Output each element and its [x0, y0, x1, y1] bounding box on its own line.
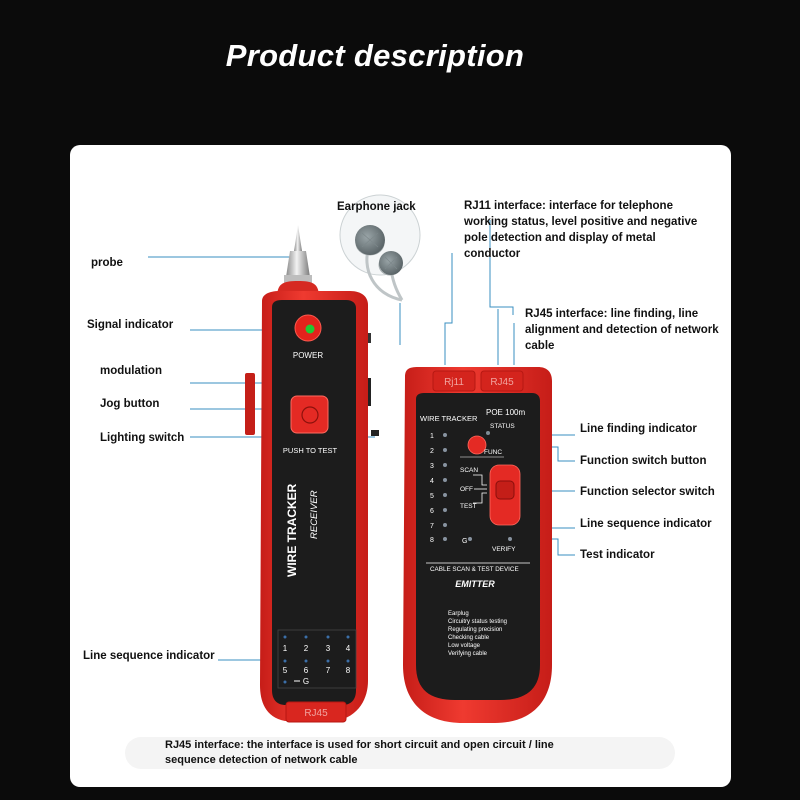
svg-text:7: 7 — [430, 523, 434, 530]
page-title: Product description — [225, 38, 525, 73]
emitter-poe-label: POE 100m — [486, 408, 525, 417]
rj11-interface-label: RJ11 interface: interface for telephone … — [464, 200, 698, 260]
emitter-func-label: FUNC — [484, 449, 502, 456]
modulation-label: modulation — [100, 365, 162, 377]
receiver-power-label: POWER — [293, 351, 323, 360]
svg-text:Regulating precision: Regulating precision — [448, 627, 502, 633]
receiver-led-1: 1 — [283, 644, 288, 653]
svg-text:Verifying cable: Verifying cable — [448, 651, 488, 657]
receiver-device — [245, 225, 379, 723]
receiver-led-8: 8 — [346, 666, 351, 675]
svg-text:Low voltage: Low voltage — [448, 643, 481, 649]
emitter-verify-label: VERIFY — [492, 546, 516, 553]
function-selector-switch-label: Function selector switch — [580, 486, 715, 498]
product-illustration: POWER PUSH TO TEST WIRE TRACKER RECEIVER… — [125, 194, 675, 769]
emitter-test-label: TEST — [460, 503, 477, 510]
emitter-cable-scan-label: CABLE SCAN & TEST DEVICE — [430, 566, 519, 573]
emitter-feature-list: Earplug Circuitry status testing Regulat… — [448, 611, 507, 657]
line-sequence-indicator-left-label: Line sequence indicator — [83, 650, 215, 662]
receiver-brand-label: WIRE TRACKER — [285, 483, 299, 577]
svg-text:Checking cable: Checking cable — [448, 635, 490, 641]
svg-text:2: 2 — [430, 448, 434, 455]
receiver-ground-label: G — [303, 677, 309, 686]
svg-text:6: 6 — [430, 508, 434, 515]
svg-text:4: 4 — [430, 478, 434, 485]
svg-text:Earplug: Earplug — [448, 611, 469, 617]
receiver-push-to-test-label: PUSH TO TEST — [283, 446, 338, 455]
rj45-bottom-interface-label: RJ45 interface: the interface is used fo… — [165, 739, 554, 766]
receiver-led-7: 7 — [326, 666, 331, 675]
emitter-port-rj11: Rj11 — [444, 377, 464, 388]
svg-text:Circuitry status testing: Circuitry status testing — [448, 619, 507, 625]
emitter-scan-label: SCAN — [460, 467, 478, 474]
receiver-port-label: RJ45 — [304, 708, 328, 719]
line-finding-indicator-label: Line finding indicator — [580, 423, 697, 435]
emitter-title-label: EMITTER — [455, 579, 495, 589]
receiver-led-3: 3 — [326, 644, 331, 653]
receiver-model-label: RECEIVER — [309, 490, 320, 539]
svg-text:5: 5 — [430, 493, 434, 500]
receiver-led-6: 6 — [304, 666, 309, 675]
jog-button-label: Jog button — [100, 398, 160, 410]
emitter-port-rj45: RJ45 — [490, 377, 514, 388]
earphone-jack-label: Earphone jack — [337, 201, 416, 213]
emitter-status-label: STATUS — [490, 423, 515, 430]
emitter-ground-label: G — [462, 538, 467, 545]
product-panel: POWER PUSH TO TEST WIRE TRACKER RECEIVER… — [70, 145, 731, 787]
emitter-brand-label: WIRE TRACKER — [420, 414, 478, 423]
emitter-device — [403, 367, 552, 723]
line-sequence-indicator-right-label: Line sequence indicator — [580, 518, 712, 530]
receiver-led-4: 4 — [346, 644, 351, 653]
receiver-led-2: 2 — [304, 644, 309, 653]
svg-text:3: 3 — [430, 463, 434, 470]
function-switch-button-label: Function switch button — [580, 455, 707, 467]
earphone-icon — [339, 194, 421, 302]
test-indicator-label: Test indicator — [580, 549, 655, 561]
emitter-led-numbers: 1 2 3 4 5 6 7 8 — [430, 433, 434, 544]
signal-indicator-label: Signal indicator — [87, 319, 174, 331]
lighting-switch-label: Lighting switch — [100, 432, 185, 444]
rj45-top-interface-label: RJ45 interface: line finding, line align… — [525, 308, 719, 352]
receiver-led-5: 5 — [283, 666, 288, 675]
svg-text:1: 1 — [430, 433, 434, 440]
svg-text:8: 8 — [430, 537, 434, 544]
emitter-off-label: OFF — [460, 486, 473, 493]
receiver-led-grid: 1 2 3 4 5 6 7 8 G — [283, 635, 351, 686]
probe-label: probe — [91, 257, 123, 269]
bottom-caption-background — [125, 737, 675, 769]
